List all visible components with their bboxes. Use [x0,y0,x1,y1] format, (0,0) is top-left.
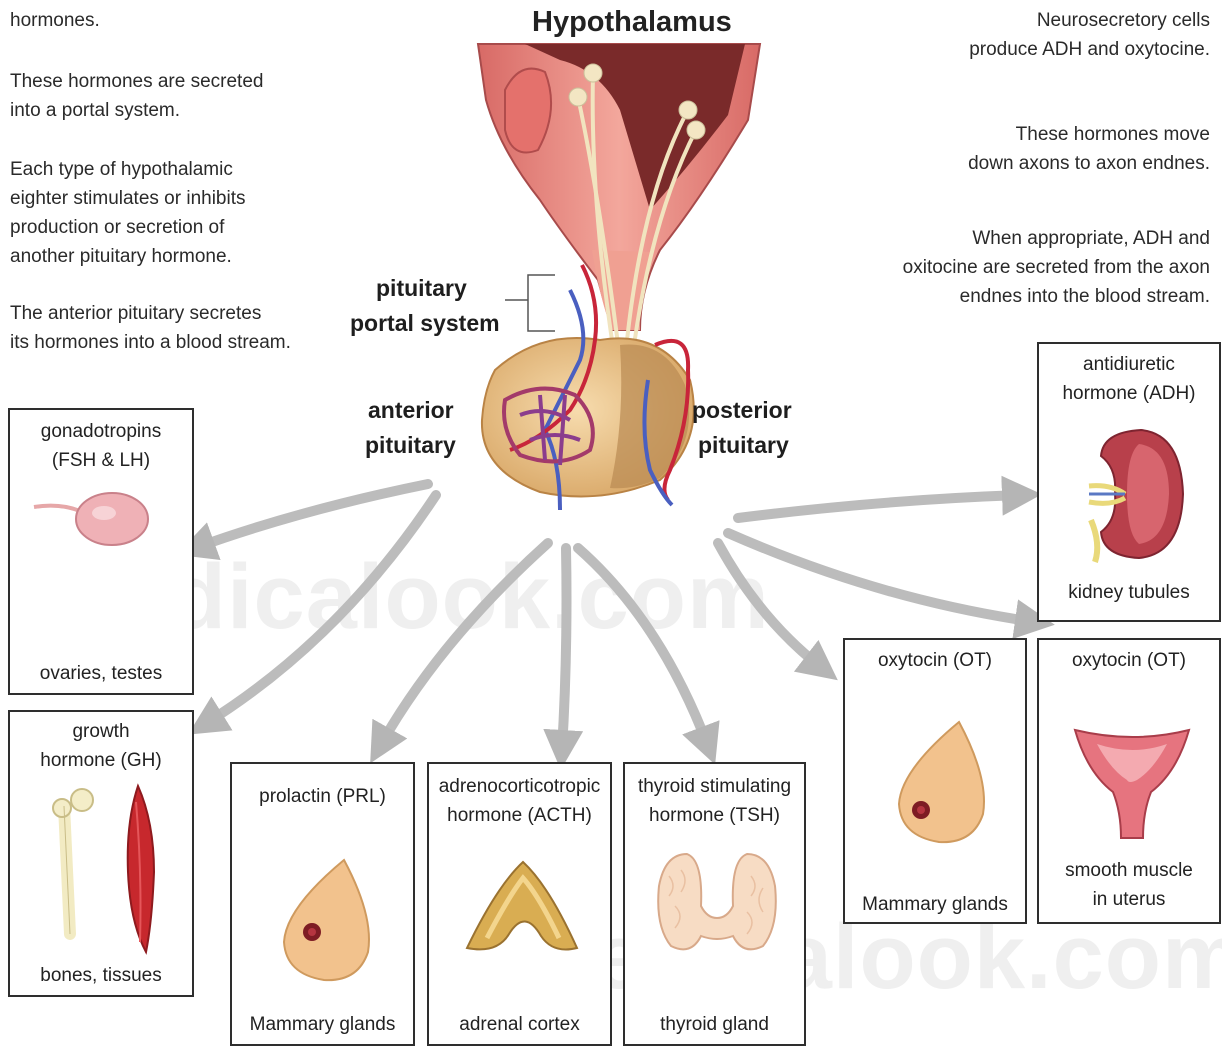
mammary-gland-icon [885,718,1005,848]
box-prolactin: prolactin (PRL) Mammary glands [230,762,415,1046]
box-tsh-target: thyroid gland [625,1010,804,1039]
uterus-icon [1067,722,1197,842]
box-acth-title-1: adrenocorticotropic [429,772,610,801]
kidney-icon [1081,424,1191,564]
pituitary-gland [482,265,694,510]
ovary-icon [30,485,160,555]
portal-system-label-1: pituitary [376,272,467,305]
box-gonadotropins-title-2: (FSH & LH) [10,446,192,475]
box-ot1-target: Mammary glands [845,890,1025,919]
arrow-to-gonadotropins [195,484,428,548]
box-gonadotropins: gonadotropins (FSH & LH) ovaries, testes [8,408,194,695]
box-oxytocin-uterus: oxytocin (OT) smooth muscle in uterus [1037,638,1221,924]
bone-icon [40,784,110,944]
arrow-to-adh [738,495,1022,518]
posterior-pituitary-label-2: pituitary [698,429,789,462]
box-ot1-title: oxytocin (OT) [845,646,1025,675]
posterior-pituitary-label-1: posterior [692,394,792,427]
box-gh-title-1: growth [10,717,192,746]
thyroid-gland-icon [647,846,787,956]
box-gh-title-2: hormone (GH) [10,746,192,775]
box-ot2-title: oxytocin (OT) [1039,646,1219,675]
box-tsh-title-1: thyroid stimulating [625,772,804,801]
box-prl-title: prolactin (PRL) [232,782,413,811]
box-acth-target: adrenal cortex [429,1010,610,1039]
portal-bracket [505,275,555,331]
mammary-gland-icon [270,856,390,986]
arrow-to-ot2 [728,533,1035,622]
hypothalamus-shape [478,44,760,330]
box-ot2-target-1: smooth muscle [1039,856,1219,885]
box-gh-target: bones, tissues [10,961,192,990]
box-growth-hormone: growth hormone (GH) bones, tissues [8,710,194,997]
arrow-to-prl [380,543,548,746]
box-ot2-target-2: in uterus [1039,885,1219,914]
box-tsh: thyroid stimulating hormone (TSH) thyroi… [623,762,806,1046]
box-acth: adrenocorticotropic hormone (ACTH) adren… [427,762,612,1046]
arrow-to-acth [562,548,567,750]
box-acth-title-2: hormone (ACTH) [429,801,610,830]
portal-system-label-2: portal system [350,307,500,340]
box-adh-target: kidney tubules [1039,578,1219,607]
box-gonadotropins-target: ovaries, testes [10,659,192,688]
box-tsh-title-2: hormone (TSH) [625,801,804,830]
anterior-pituitary-label-2: pituitary [365,429,456,462]
arrow-to-tsh [578,548,708,746]
box-gonadotropins-title-1: gonadotropins [10,417,192,446]
box-adh-title-2: hormone (ADH) [1039,379,1219,408]
box-prl-target: Mammary glands [232,1010,413,1039]
adrenal-gland-icon [457,856,587,966]
muscle-icon [108,782,178,962]
anterior-pituitary-label-1: anterior [368,394,454,427]
box-oxytocin-mammary: oxytocin (OT) Mammary glands [843,638,1027,924]
box-adh: antidiuretic hormone (ADH) kidney tubule… [1037,342,1221,622]
box-adh-title-1: antidiuretic [1039,350,1219,379]
